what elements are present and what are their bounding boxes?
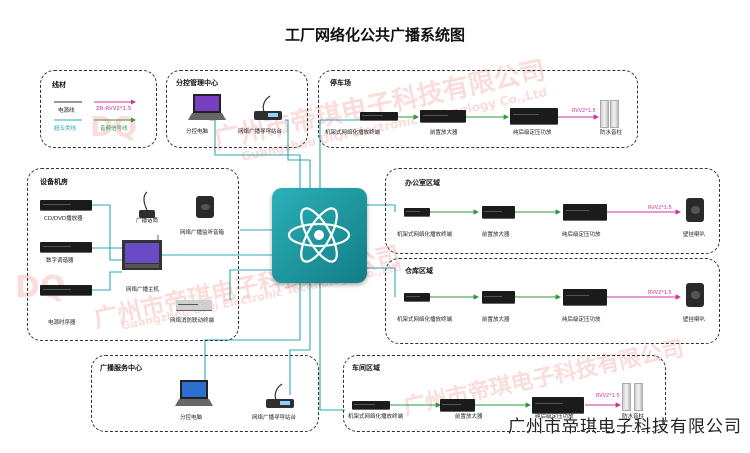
cangku-cable-label: RVV2*1.5 [648,290,672,296]
tingche-speaker-label: 防水音柱 [600,130,623,136]
chejian-preamp-device [440,399,475,411]
atom-icon [287,207,351,263]
laptop-icon [188,94,226,120]
chejian-column-speaker-2 [634,383,643,411]
fuwu-group [91,355,319,432]
sequencer-label: 电源时序器 [48,320,76,326]
company-name: 广州市帝琪电子科技有限公司 [508,417,742,437]
monitor-speaker-device [196,196,214,218]
bangong-preamp-label: 前置放大器 [482,232,510,238]
fuwu-station-label: 网络广播寻呼站台 [252,415,297,421]
cangku-amp-device [563,289,607,305]
legend-audio-label: 音频信号线 [100,126,128,132]
sequencer-device [40,285,92,295]
tingche-amp-label: 纯后级定压功放 [513,130,552,136]
cangku-speaker-label: 壁挂喇叭 [683,317,706,323]
tingche-column-speaker-1 [600,100,609,128]
tuner-label: 数字调谐器 [46,258,74,264]
paging-station-icon [254,95,282,120]
tingche-player-label: 机架式网络化播放终端 [325,130,381,136]
cangku-group [385,258,720,344]
chejian-player-device [352,401,390,409]
legend-cat5-label: 超五类线 [54,126,77,132]
microphone-icon [139,191,155,218]
fire-linkage-device [176,300,212,310]
cangku-preamp-device [482,291,515,303]
jifang-title: 设备机房 [40,178,68,186]
host-label: 网络广播主机 [126,287,160,293]
bangong-wall-speaker [686,198,704,222]
cangku-title: 仓库区域 [405,267,433,275]
bangong-speaker-label: 壁挂喇叭 [683,232,706,238]
tingche-preamp-device [420,110,466,122]
chejian-column-speaker-1 [622,383,631,411]
chejian-speaker-label: 防水音柱 [622,414,645,420]
fuwu-title: 广播服务中心 [100,364,142,372]
chejian-cable-label: RVV2*1.5 [596,393,620,399]
bangong-player-device [404,208,430,216]
service-laptop-icon [175,380,213,406]
fenkong-station-label: 网络广播寻呼站台 [238,129,283,135]
bangong-title: 办公室区域 [405,179,440,187]
chejian-title: 车间区域 [352,364,380,372]
cangku-preamp-label: 前置放大器 [482,317,510,323]
chejian-amp-device [532,397,584,413]
chejian-player-label: 机架式网络化播放终端 [348,414,404,420]
watermark-logo-1: DQ [90,110,138,143]
tingche-group [318,70,638,148]
fenkong-group [166,70,308,148]
fenkong-title: 分控管理中心 [176,79,218,87]
chejian-preamp-label: 前置放大器 [455,414,483,420]
mic-label: 广播话筒 [136,218,159,224]
tuner-device [40,242,92,252]
cd-player-device [40,200,92,210]
bangong-cable-label: RVV2*1.5 [648,205,672,211]
tingche-column-speaker-2 [610,100,619,128]
fenkong-pc-label: 分控电脑 [186,129,209,135]
tingche-cable-label: RVV2*1.5 [572,108,596,114]
host-computer-icon [122,240,162,270]
bangong-player-label: 机架式网络化播放终端 [397,232,453,238]
tingche-title: 停车场 [330,79,351,87]
diagram-title: 工厂网络化公共广播系统图 [284,26,465,44]
cangku-player-device [404,293,430,301]
bangong-amp-device [563,204,607,220]
bangong-preamp-device [482,206,515,218]
service-paging-station-icon [266,383,294,408]
cangku-wall-speaker [686,283,704,307]
cangku-amp-label: 纯后级定压功放 [562,317,601,323]
fuwu-pc-label: 分控电脑 [180,415,203,421]
central-network-hub [272,188,367,283]
cangku-player-label: 机架式网络化播放终端 [397,317,453,323]
tingche-amp-device [510,108,558,124]
fire-linkage-label: 网络消防联动终端 [170,318,215,324]
jifang-group [27,168,239,341]
tingche-player-device [360,112,398,120]
bangong-amp-label: 纯后级定压功放 [562,232,601,238]
chejian-group [343,355,666,432]
legend-power-label: 电源线 [58,108,75,114]
tingche-preamp-label: 前置放大器 [430,130,458,136]
legend-box [40,70,157,148]
legend-title: 线材 [52,81,66,89]
monitor-speaker-label: 网络广播监听音箱 [180,230,225,236]
cd-player-label: CD/DVD播放器 [44,216,83,222]
bangong-group [385,168,720,254]
legend-zr-label: ZR-RVV2*1.5 [96,106,132,112]
chejian-amp-label: 纯后级定压功放 [535,414,574,420]
